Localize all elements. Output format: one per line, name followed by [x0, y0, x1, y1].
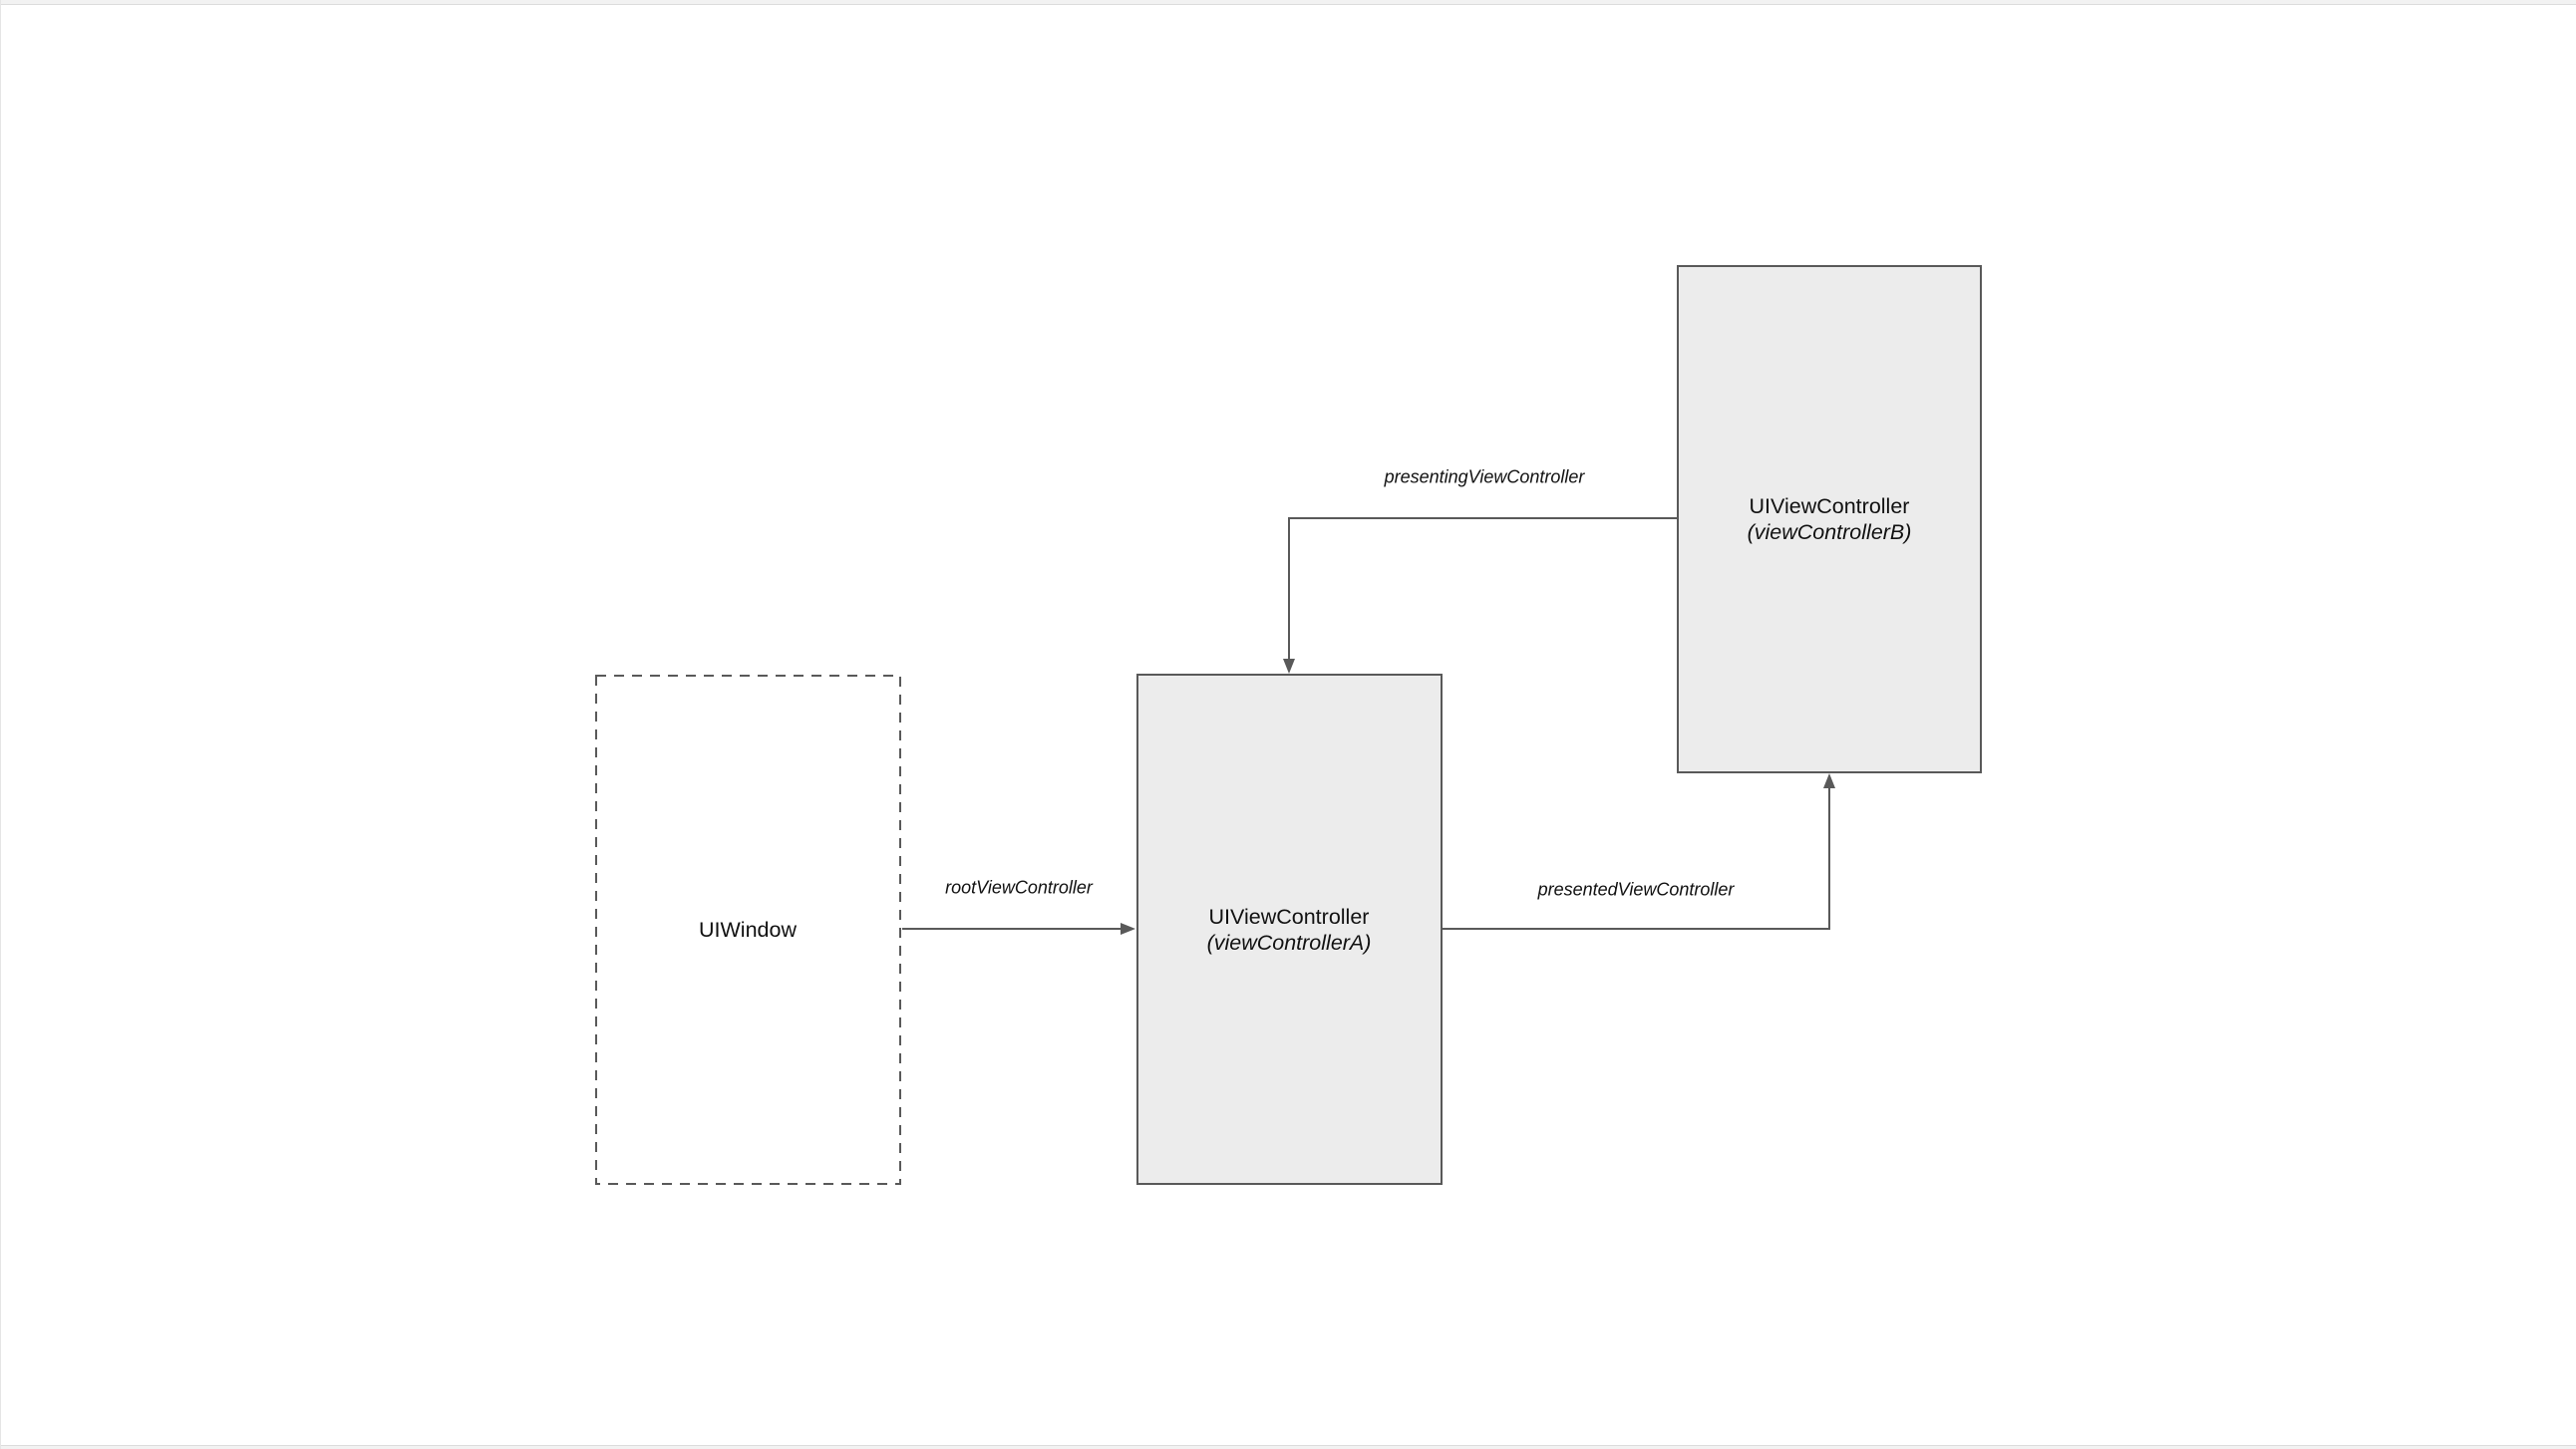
- root-connector-arrowhead-icon: [1121, 923, 1135, 935]
- viewcontroller-a-title: UIViewController: [1208, 905, 1370, 929]
- viewcontroller-b-label: UIViewController (viewControllerB): [1748, 493, 1912, 545]
- viewcontroller-b-title: UIViewController: [1749, 494, 1910, 518]
- presented-connector-arrowhead-icon: [1823, 773, 1835, 788]
- presented-connector-line: [1443, 788, 1830, 930]
- uiwindow-label: UIWindow: [699, 917, 797, 943]
- viewcontroller-a-subtitle: (viewControllerA): [1206, 931, 1372, 955]
- left-frame-edge: [0, 0, 1, 1449]
- top-frame-strip: [0, 0, 2576, 5]
- presenting-connector-line: [1288, 517, 1677, 659]
- presenting-connector-arrowhead-icon: [1283, 659, 1295, 674]
- presented-connector-label: presentedViewController: [1537, 879, 1735, 900]
- root-connector-label: rootViewController: [945, 877, 1093, 898]
- presenting-connector-label: presentingViewController: [1384, 466, 1585, 487]
- uiwindow-title: UIWindow: [699, 918, 797, 942]
- bottom-frame-strip: [0, 1445, 2576, 1449]
- uiwindow-box: [595, 675, 901, 1185]
- viewcontroller-a-label: UIViewController (viewControllerA): [1207, 904, 1372, 956]
- viewcontroller-b-box: [1677, 265, 1982, 773]
- viewcontroller-b-subtitle: (viewControllerB): [1747, 520, 1912, 544]
- viewcontroller-a-box: [1136, 674, 1443, 1185]
